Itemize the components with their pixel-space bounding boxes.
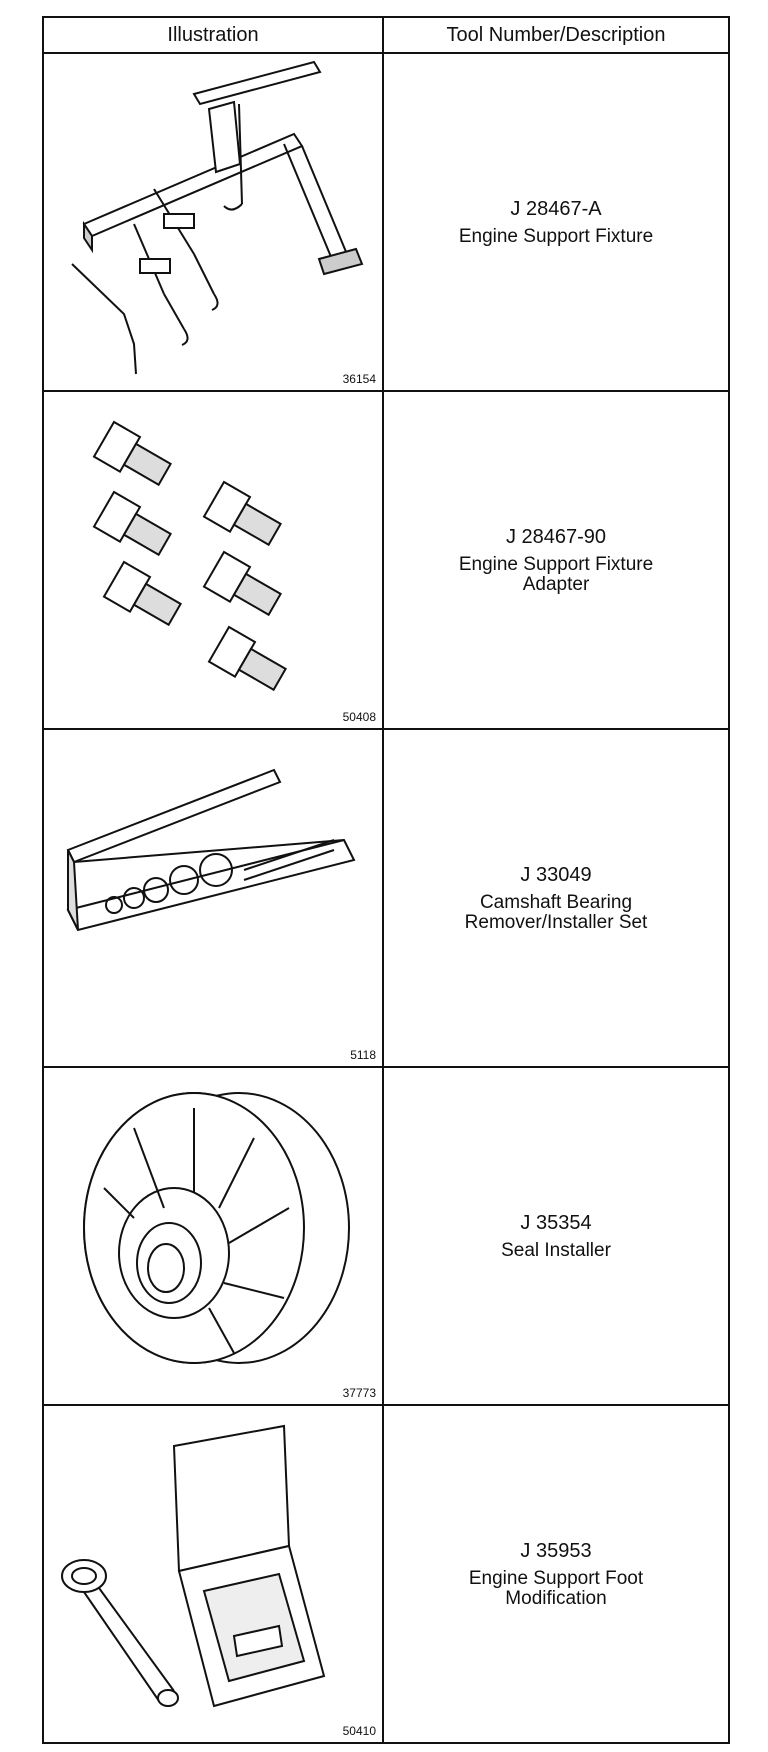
bearing-set-case-icon (66, 768, 356, 932)
description-cell: J 35354 Seal Installer (382, 1066, 730, 1406)
illustration-cell: 5118 (42, 728, 384, 1068)
table-row: 50408 J 28467-90 Engine Support Fixture … (42, 390, 730, 730)
illustration-cell: 36154 (42, 52, 384, 392)
table-row: 36154 J 28467-A Engine Support Fixture (42, 52, 730, 392)
tool-number: J 35354 (520, 1211, 592, 1234)
tool-number: J 28467-A (510, 197, 602, 220)
header-tool-description: Tool Number/Description (382, 16, 730, 54)
figure-number: 37773 (342, 1386, 376, 1400)
tool-description: Seal Installer (501, 1239, 611, 1261)
tool-number: J 33049 (520, 863, 592, 886)
tool-table: Illustration Tool Number/Description (42, 16, 730, 1744)
description-cell: J 28467-90 Engine Support Fixture Adapte… (382, 390, 730, 730)
description-cell: J 35953 Engine Support Foot Modification (382, 1404, 730, 1744)
figure-number: 50408 (342, 710, 376, 724)
illustration-cell: 37773 (42, 1066, 384, 1406)
tool-description: Engine Support Foot Modification (468, 1567, 644, 1609)
figure-number: 5118 (350, 1048, 376, 1062)
tool-number: J 28467-90 (505, 525, 607, 548)
illustration-cell: 50408 (42, 390, 384, 730)
illustration-cell: 50410 (42, 1404, 384, 1744)
header-illustration: Illustration (42, 16, 384, 54)
tool-description: Engine Support Fixture Adapter (458, 553, 654, 595)
tool-description: Camshaft Bearing Remover/Installer Set (464, 891, 648, 933)
engine-support-fixture-icon (71, 60, 364, 375)
support-foot-icon (61, 1424, 326, 1708)
table-row: 37773 J 35354 Seal Installer (42, 1066, 730, 1406)
table-row: 50410 J 35953 Engine Support Foot Modifi… (42, 1404, 730, 1744)
table-row: 5118 J 33049 Camshaft Bearing Remover/In… (42, 728, 730, 1068)
figure-number: 36154 (342, 372, 376, 386)
tool-number: J 35953 (520, 1539, 592, 1562)
tool-description: Engine Support Fixture (458, 225, 654, 247)
seal-installer-icon (83, 1092, 350, 1364)
fixture-adapter-icon (92, 420, 287, 692)
description-cell: J 33049 Camshaft Bearing Remover/Install… (382, 728, 730, 1068)
description-cell: J 28467-A Engine Support Fixture (382, 52, 730, 392)
figure-number: 50410 (342, 1724, 376, 1738)
table-header-row: Illustration Tool Number/Description (42, 16, 730, 54)
